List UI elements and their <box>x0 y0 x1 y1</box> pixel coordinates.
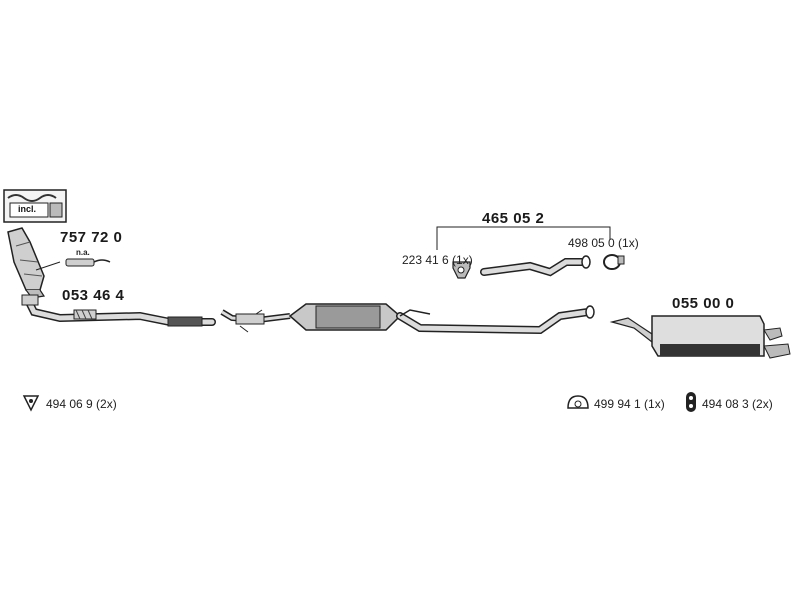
front-pipe-number: 053 46 4 <box>62 287 125 304</box>
rear-silencer-number: 055 00 0 <box>672 295 735 312</box>
part-group-bracket <box>436 226 611 250</box>
sensor-not-available-note: n.a. <box>76 248 90 257</box>
kit-included-label: incl. <box>18 204 37 214</box>
front-pipe <box>21 294 216 327</box>
lambda-sensor <box>35 258 111 271</box>
catalytic-converter-number: 757 72 0 <box>60 229 123 246</box>
middle-silencer-number: 465 05 2 <box>482 210 545 227</box>
hanger-part <box>452 261 471 279</box>
rubber-mount-icon <box>686 392 696 412</box>
hanger-part-number: 223 41 6 (1x) <box>402 253 473 267</box>
rubber-ring-part-number: 499 94 1 (1x) <box>594 397 665 411</box>
rubber-mount-part-number: 494 08 3 (2x) <box>702 397 773 411</box>
tail-pipe-section <box>480 255 591 277</box>
gasket-icon <box>22 395 40 412</box>
middle-silencer <box>220 303 595 335</box>
clamp-part <box>603 254 625 270</box>
rubber-ring-icon <box>567 395 589 409</box>
mounting-kit-box <box>3 189 67 223</box>
rear-silencer <box>609 315 791 359</box>
gasket-part-number: 494 06 9 (2x) <box>46 397 117 411</box>
catalytic-converter <box>7 227 46 299</box>
clamp-part-number: 498 05 0 (1x) <box>568 236 639 250</box>
